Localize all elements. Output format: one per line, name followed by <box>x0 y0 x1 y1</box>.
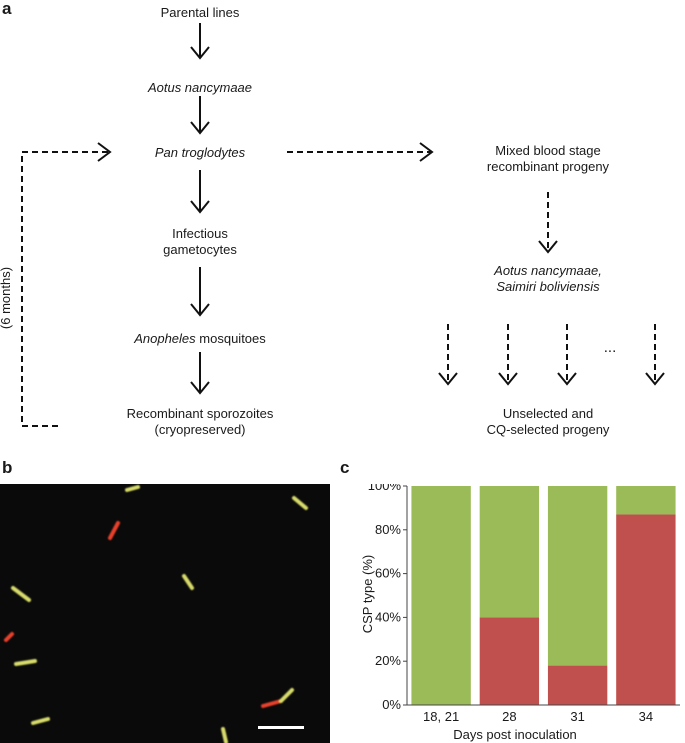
loop-arrow-6-months <box>21 142 112 427</box>
anopheles-italic: Anopheles <box>134 331 196 346</box>
x-tick-label: 34 <box>639 709 653 724</box>
node-parental-lines: Parental lines <box>160 5 240 20</box>
sporozoite-green <box>279 688 294 703</box>
node-pan-troglodytes: Pan troglodytes <box>154 145 246 160</box>
bar-segment-1-3 <box>616 486 676 515</box>
x-tick-label: 28 <box>502 709 516 724</box>
bar-segment-0-2 <box>547 665 608 705</box>
x-tick-label: 31 <box>570 709 584 724</box>
mixed-line2: recombinant progeny <box>486 159 610 174</box>
x-axis: 18, 21 28 31 34 <box>407 704 680 724</box>
sporozoites-line1: Recombinant sporozoites <box>126 406 274 421</box>
bar-segment-0-1 <box>479 617 540 705</box>
panel-b-label: b <box>2 458 13 477</box>
node-aotus-nancymaae: Aotus nancymaae <box>147 80 253 95</box>
arrow-progeny-2 <box>498 324 518 386</box>
ellipsis: ... <box>603 339 617 356</box>
y-tick-label: 100% <box>368 484 402 493</box>
unselected-line2: CQ-selected progeny <box>486 422 610 437</box>
sporozoite-red <box>261 699 283 708</box>
sporozoite-green <box>11 586 31 602</box>
sporozoite-green <box>292 496 308 510</box>
panel-a-arrows: (6 months) <box>0 23 665 427</box>
bars-group <box>411 486 676 705</box>
arrow-pan-to-mixed-progeny <box>287 142 434 162</box>
node-anopheles-mosquitoes: Anopheles mosquitoes <box>100 331 300 347</box>
bar-segment-1-0 <box>411 486 471 705</box>
arrow-progeny-3 <box>557 324 577 386</box>
gametocytes-line1: Infectious <box>172 226 228 241</box>
sporozoite-green <box>14 659 37 666</box>
sporozoite-green <box>182 574 194 590</box>
arrow-aotus-to-pan <box>190 96 210 135</box>
unselected-line1: Unselected and <box>502 406 594 421</box>
bar-segment-1-1 <box>479 486 540 618</box>
sporozoite-green <box>125 485 140 492</box>
x-tick-label: 18, 21 <box>423 709 459 724</box>
y-tick-label: 80% <box>375 522 401 537</box>
y-axis-label: CSP type (%) <box>360 555 375 634</box>
anopheles-rest: mosquitoes <box>195 331 266 346</box>
panel-c-label: c <box>340 458 350 477</box>
y-tick-label: 40% <box>375 609 401 624</box>
csp-stacked-bar-chart: 0% 20% 40% 60% 80% 100% 18, 21 28 31 34 CSP type… <box>360 484 680 742</box>
bar-segment-0-3 <box>616 514 676 705</box>
y-tick-label: 20% <box>375 653 401 668</box>
sporozoite-red <box>108 521 120 540</box>
micrograph <box>0 484 330 743</box>
node-infectious-gametocytes: Infectious gametocytes <box>100 226 300 258</box>
node-recombinant-sporozoites: Recombinant sporozoites (cryopreserved) <box>80 406 320 438</box>
sporozoite-green <box>221 727 228 743</box>
y-tick-label: 0% <box>382 697 401 712</box>
x-axis-label: Days post inoculation <box>453 727 577 742</box>
sporozoite-red <box>4 632 14 642</box>
sporozoites-line2: (cryopreserved) <box>154 422 246 437</box>
arrow-progeny-4 <box>645 324 665 386</box>
arrow-anopheles-to-sporozoites <box>190 352 210 395</box>
arrow-pan-to-gametocytes <box>190 170 210 214</box>
gametocytes-line2: gametocytes <box>163 242 237 257</box>
arrow-mixed-to-hosts <box>538 192 558 254</box>
y-axis: 0% 20% 40% 60% 80% 100% <box>368 484 408 712</box>
loop-label: (6 months) <box>0 267 13 329</box>
node-hosts: Aotus nancymaae, Saimiri boliviensis <box>448 263 648 295</box>
arrow-gametocytes-to-anopheles <box>190 267 210 317</box>
node-unselected-progeny: Unselected and CQ-selected progeny <box>448 406 648 438</box>
sporozoites-image <box>4 485 308 743</box>
bar-segment-1-2 <box>547 486 608 666</box>
mixed-line1: Mixed blood stage <box>495 143 601 158</box>
scale-bar <box>258 726 304 729</box>
arrow-parental-to-aotus <box>190 23 210 60</box>
hosts-line2: Saimiri boliviensis <box>496 279 600 294</box>
panel-a-label: a <box>2 0 12 18</box>
sporozoite-green <box>31 717 50 725</box>
node-mixed-progeny: Mixed blood stage recombinant progeny <box>448 143 648 175</box>
arrow-progeny-1 <box>438 324 458 386</box>
hosts-line1: Aotus nancymaae, <box>494 263 602 278</box>
y-tick-label: 60% <box>375 566 401 581</box>
